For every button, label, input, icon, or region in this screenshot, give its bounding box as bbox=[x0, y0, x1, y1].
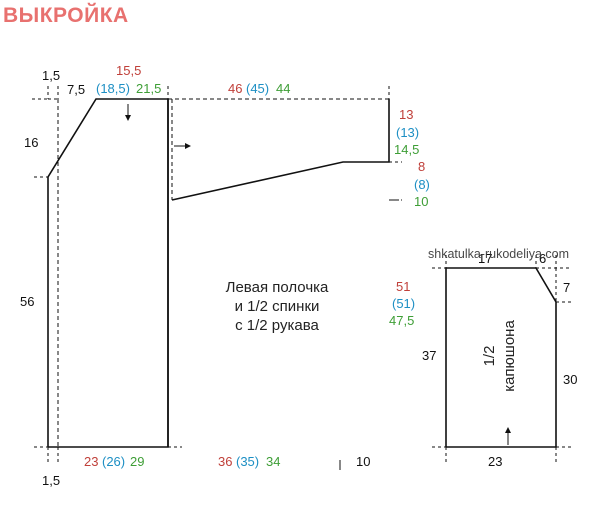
dim-neck-depth: 16 bbox=[24, 135, 38, 150]
page-title: ВЫКРОЙКА bbox=[3, 4, 129, 27]
dim-sleeve-blue: (45) bbox=[246, 81, 269, 96]
main-piece-outline bbox=[47, 98, 169, 448]
hood-caption-line-2: капюшона bbox=[501, 320, 518, 392]
hood-dim-17: 17 bbox=[478, 251, 492, 266]
hood-dim-23: 23 bbox=[488, 454, 502, 469]
main-caption-line-3: с 1/2 рукава bbox=[235, 317, 319, 334]
dim-side-blue: (51) bbox=[392, 296, 415, 311]
dim-sleeve-red: 46 bbox=[228, 81, 242, 96]
dim-shoulder-green: 21,5 bbox=[136, 81, 161, 96]
main-caption-line-1: Левая полочка bbox=[226, 279, 329, 296]
dim-shoulder-red: 15,5 bbox=[116, 63, 141, 78]
dim-bottom-blue: (26) bbox=[102, 454, 125, 469]
hood-dim-6: 6 bbox=[539, 251, 546, 266]
hood-caption-line-1: 1/2 bbox=[481, 346, 498, 367]
dim-cuff-green: 14,5 bbox=[394, 142, 419, 157]
sleeve-arrow-head bbox=[185, 143, 191, 149]
dim-side-green: 47,5 bbox=[389, 313, 414, 328]
dim-side-red: 51 bbox=[396, 279, 410, 294]
dim-bottom-green: 29 bbox=[130, 454, 144, 469]
main-caption-line-2: и 1/2 спинки bbox=[235, 298, 320, 315]
hood-arrow-head bbox=[505, 427, 511, 433]
hood-outline bbox=[445, 267, 557, 448]
grain-arrow-head bbox=[125, 115, 131, 121]
hood-dim-7: 7 bbox=[563, 280, 570, 295]
hood-piece: 1/2 капюшона 17 6 7 37 30 23 bbox=[422, 251, 577, 469]
dim-height-56: 56 bbox=[20, 294, 34, 309]
dim-gap-10: 10 bbox=[356, 454, 370, 469]
main-piece: Левая полочка и 1/2 спинки с 1/2 рукава … bbox=[20, 63, 430, 488]
dim-neck-7-5: 7,5 bbox=[67, 82, 85, 97]
dim-under-sleeve-green: 34 bbox=[266, 454, 280, 469]
dim-top-1-5: 1,5 bbox=[42, 68, 60, 83]
hood-dim-30: 30 bbox=[563, 372, 577, 387]
dim-under-sleeve-red: 36 bbox=[218, 454, 232, 469]
dim-under-sleeve-blue: (35) bbox=[236, 454, 259, 469]
dim-bottom-1-5: 1,5 bbox=[42, 473, 60, 488]
dim-cuff-red: 13 bbox=[399, 107, 413, 122]
dim-sleeve-green: 44 bbox=[276, 81, 290, 96]
dim-underarm-red: 8 bbox=[418, 159, 425, 174]
watermark: shkatulka-rukodeliya.com bbox=[428, 247, 569, 261]
dim-cuff-blue: (13) bbox=[396, 125, 419, 140]
dim-underarm-green: 10 bbox=[414, 194, 428, 209]
dim-shoulder-blue: (18,5) bbox=[96, 81, 130, 96]
sleeve-shape bbox=[171, 99, 390, 201]
dim-bottom-red: 23 bbox=[84, 454, 98, 469]
dim-underarm-blue: (8) bbox=[414, 177, 430, 192]
hood-dim-37: 37 bbox=[422, 348, 436, 363]
